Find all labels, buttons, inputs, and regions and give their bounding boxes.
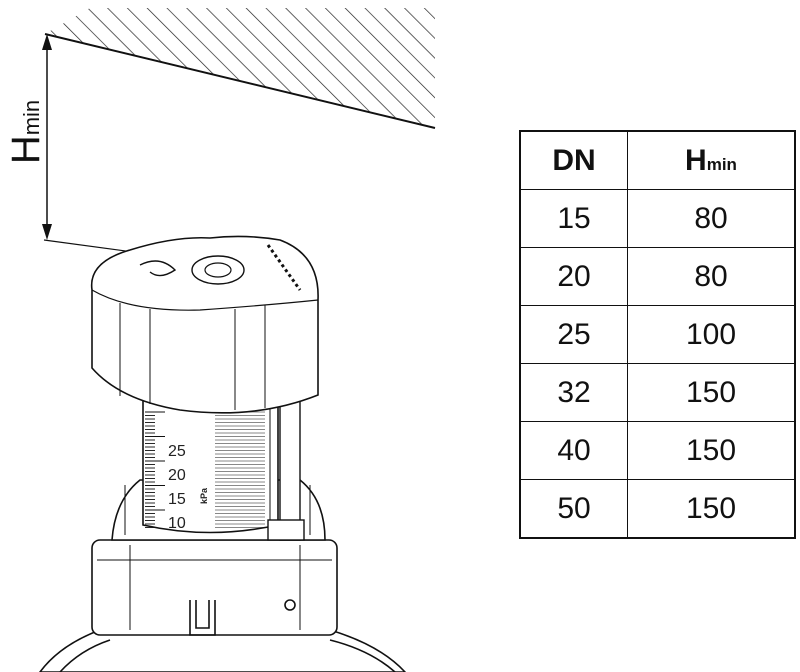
cell-dn: 32	[519, 363, 628, 422]
handle-knob	[90, 235, 319, 414]
cell-hmin: 150	[627, 479, 796, 539]
scale-tick-label: 10	[168, 515, 186, 532]
cell-dn: 20	[519, 247, 628, 306]
header-sub: min	[706, 154, 737, 174]
scale-tick-label: 20	[168, 467, 186, 484]
hmin-sub: min	[19, 99, 44, 136]
column-header-hmin: Hmin	[627, 130, 796, 190]
cell-hmin: 100	[627, 305, 796, 364]
dimension-arrow	[42, 34, 201, 262]
scale-labels: 25 20 15 10 kPa	[168, 443, 209, 532]
header-main: DN	[552, 143, 596, 177]
cell-hmin: 150	[627, 363, 796, 422]
table-header-row: DN Hmin	[519, 130, 796, 190]
cell-dn: 25	[519, 305, 628, 364]
scale-unit-label: kPa	[199, 487, 209, 504]
hmin-main: H	[4, 135, 48, 165]
hmin-dimension-label: Hmin	[4, 82, 48, 182]
cell-hmin: 80	[627, 247, 796, 306]
column-header-dn: DN	[519, 130, 628, 190]
cell-dn: 15	[519, 189, 628, 248]
scale-tick-label: 25	[168, 443, 186, 460]
cell-dn: 40	[519, 421, 628, 480]
cell-hmin: 80	[627, 189, 796, 248]
cell-dn: 50	[519, 479, 628, 539]
setting-scale-cylinder: 25 20 15 10 kPa	[142, 394, 305, 541]
ceiling-surface	[44, 8, 436, 140]
scale-tick-label: 15	[168, 491, 186, 508]
cell-hmin: 150	[627, 421, 796, 480]
header-main: H	[685, 143, 707, 177]
